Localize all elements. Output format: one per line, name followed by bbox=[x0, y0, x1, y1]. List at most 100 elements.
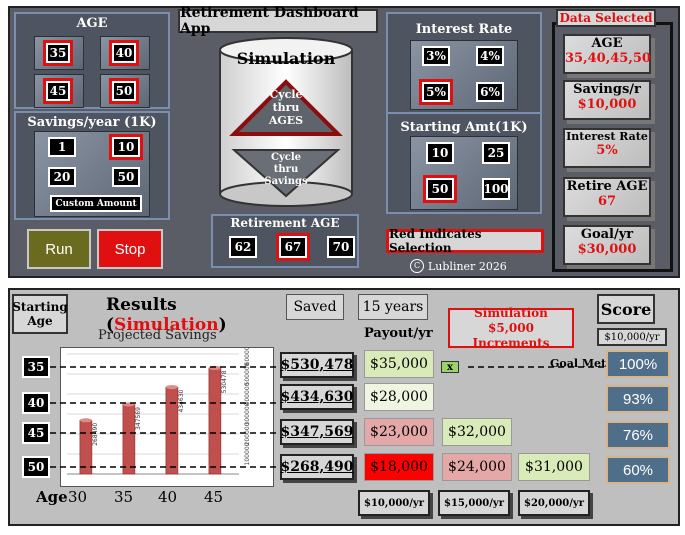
data-selected-goal: Goal/yr $30,000 bbox=[563, 225, 651, 265]
payout-50-20k: $31,000 bbox=[518, 453, 590, 481]
connector-lines bbox=[50, 366, 606, 468]
selection-note: Red Indicates Selection bbox=[386, 227, 544, 255]
payout-40-10k: $28,000 bbox=[364, 383, 434, 411]
results-title-suffix: ) bbox=[218, 315, 227, 335]
score-35: 100% bbox=[606, 350, 670, 378]
score-label: Score bbox=[597, 294, 655, 324]
total-45: $347,569 bbox=[280, 419, 354, 445]
goal-check: x bbox=[441, 361, 459, 373]
copyright-icon: C bbox=[410, 259, 424, 273]
savings-group: Savings/year (1K) 1 10 20 50 Custom Amou… bbox=[14, 111, 170, 220]
increment-15k: $15,000/yr bbox=[438, 490, 510, 516]
starting-amt-label: Starting Amt(1K) bbox=[400, 120, 528, 135]
score-50: 60% bbox=[606, 456, 670, 484]
results-title: Results (Simulation) bbox=[106, 295, 286, 335]
interest-group: Interest Rate 3% 4% 5% 6% bbox=[386, 12, 542, 114]
savings-option-50[interactable]: 50 bbox=[112, 167, 140, 187]
payout-45-10k: $23,000 bbox=[364, 418, 434, 446]
age-tick-1: 35 bbox=[114, 488, 134, 506]
payout-45-15k: $32,000 bbox=[442, 418, 512, 446]
age-label: AGE bbox=[76, 16, 108, 31]
y-tick-label: 200000 bbox=[244, 422, 251, 445]
y-tick-label: 600000 bbox=[244, 348, 251, 365]
cylinder-graphic bbox=[219, 37, 353, 207]
y-tick-label: 400000 bbox=[244, 382, 251, 405]
data-selected-goal-label: Goal/yr bbox=[580, 227, 634, 242]
age-axis-label: Age bbox=[36, 488, 68, 506]
copyright-text: Lubliner 2026 bbox=[428, 259, 507, 273]
data-selected-age-label: AGE bbox=[591, 36, 623, 51]
total-50: $268,490 bbox=[280, 454, 354, 480]
cycle-savings-button[interactable]: Cycle thru Savings bbox=[264, 152, 308, 187]
interest-option-4[interactable]: 4% bbox=[476, 46, 504, 66]
interest-label: Interest Rate bbox=[415, 22, 513, 37]
projected-savings-label: Projected Savings bbox=[98, 328, 217, 343]
payout-35-10k: $35,000 bbox=[364, 350, 434, 378]
data-selected-savings: Savings/r $10,000 bbox=[563, 80, 651, 120]
data-selected-interest-label: Interest Rate bbox=[566, 130, 648, 143]
savings-option-10[interactable]: 10 bbox=[109, 134, 143, 160]
data-label-30: 268490 bbox=[92, 423, 99, 446]
age-option-45[interactable]: 45 bbox=[43, 78, 73, 104]
start-age-45: 45 bbox=[22, 422, 50, 444]
savings-option-20[interactable]: 20 bbox=[48, 167, 76, 187]
simulation-increment-note: Simulation $5,000 Increments bbox=[448, 306, 574, 350]
simulation-cylinder bbox=[216, 36, 356, 208]
custom-amount-button[interactable]: Custom Amount bbox=[50, 195, 142, 212]
interest-option-6[interactable]: 6% bbox=[476, 82, 504, 102]
retirement-age-group: Retirement AGE 62 67 70 bbox=[211, 214, 359, 268]
starting-amt-option-100[interactable]: 100 bbox=[482, 178, 510, 200]
score-40: 93% bbox=[606, 385, 670, 413]
age-axis-ticks: 30 35 40 45 bbox=[62, 488, 262, 508]
savings-label: Savings/year (1K) bbox=[27, 115, 157, 130]
stop-button[interactable]: Stop bbox=[97, 229, 163, 269]
start-age-50: 50 bbox=[22, 456, 50, 478]
starting-amt-option-25[interactable]: 25 bbox=[482, 142, 510, 164]
payout-50-15k: $24,000 bbox=[442, 453, 512, 481]
starting-amt-option-50[interactable]: 50 bbox=[423, 175, 457, 203]
data-selected-goal-value: $30,000 bbox=[577, 242, 637, 257]
age-option-50[interactable]: 50 bbox=[109, 78, 139, 104]
start-age-40: 40 bbox=[22, 392, 50, 414]
data-label-40: 434630 bbox=[178, 389, 185, 412]
results-title-prefix: Results ( bbox=[106, 295, 177, 335]
results-mode: Simulation bbox=[114, 315, 219, 335]
payout-50-10k: $18,000 bbox=[364, 453, 434, 481]
payout-label: Payout/yr bbox=[364, 326, 433, 341]
retire-age-option-67[interactable]: 67 bbox=[276, 233, 310, 261]
age-tick-0: 30 bbox=[68, 488, 88, 506]
starting-amt-option-10[interactable]: 10 bbox=[426, 142, 454, 164]
bar-cap-40 bbox=[165, 385, 178, 390]
retirement-age-label: Retirement AGE bbox=[230, 216, 340, 230]
age-option-40[interactable]: 40 bbox=[109, 40, 139, 66]
simulation-title: Simulation bbox=[236, 49, 336, 68]
score-45: 76% bbox=[606, 421, 670, 449]
starting-age-label: Starting Age bbox=[12, 294, 68, 334]
data-label-45: 530478 bbox=[221, 370, 228, 393]
score-unit: $10,000/yr bbox=[597, 328, 667, 346]
data-selected-title: Data Selected bbox=[556, 9, 656, 27]
copyright: C Lubliner 2026 bbox=[410, 258, 530, 274]
y-tick-label: 500000 bbox=[244, 362, 251, 385]
age-option-35[interactable]: 35 bbox=[43, 40, 73, 66]
age-tick-3: 45 bbox=[204, 488, 224, 506]
data-selected-interest: Interest Rate 5% bbox=[563, 128, 651, 168]
data-label-35: 347569 bbox=[135, 407, 142, 430]
savings-option-1[interactable]: 1 bbox=[48, 137, 76, 157]
data-selected-savings-value: $10,000 bbox=[577, 97, 637, 112]
age-tick-2: 40 bbox=[158, 488, 178, 506]
retire-age-option-62[interactable]: 62 bbox=[229, 236, 257, 258]
run-button[interactable]: Run bbox=[27, 229, 91, 269]
cycle-ages-button[interactable]: Cycle thru AGES bbox=[268, 88, 304, 127]
y-tick-label: 300000 bbox=[244, 402, 251, 425]
retire-age-option-70[interactable]: 70 bbox=[327, 236, 355, 258]
y-tick-label: 100000 bbox=[244, 442, 251, 465]
saved-label: Saved bbox=[286, 294, 344, 320]
bar-cap-30 bbox=[79, 418, 92, 423]
data-selected-savings-label: Savings/r bbox=[573, 82, 641, 97]
total-35: $530,478 bbox=[280, 352, 354, 378]
data-selected-interest-value: 5% bbox=[596, 143, 618, 158]
interest-option-3[interactable]: 3% bbox=[422, 46, 450, 66]
interest-option-5[interactable]: 5% bbox=[419, 79, 453, 105]
